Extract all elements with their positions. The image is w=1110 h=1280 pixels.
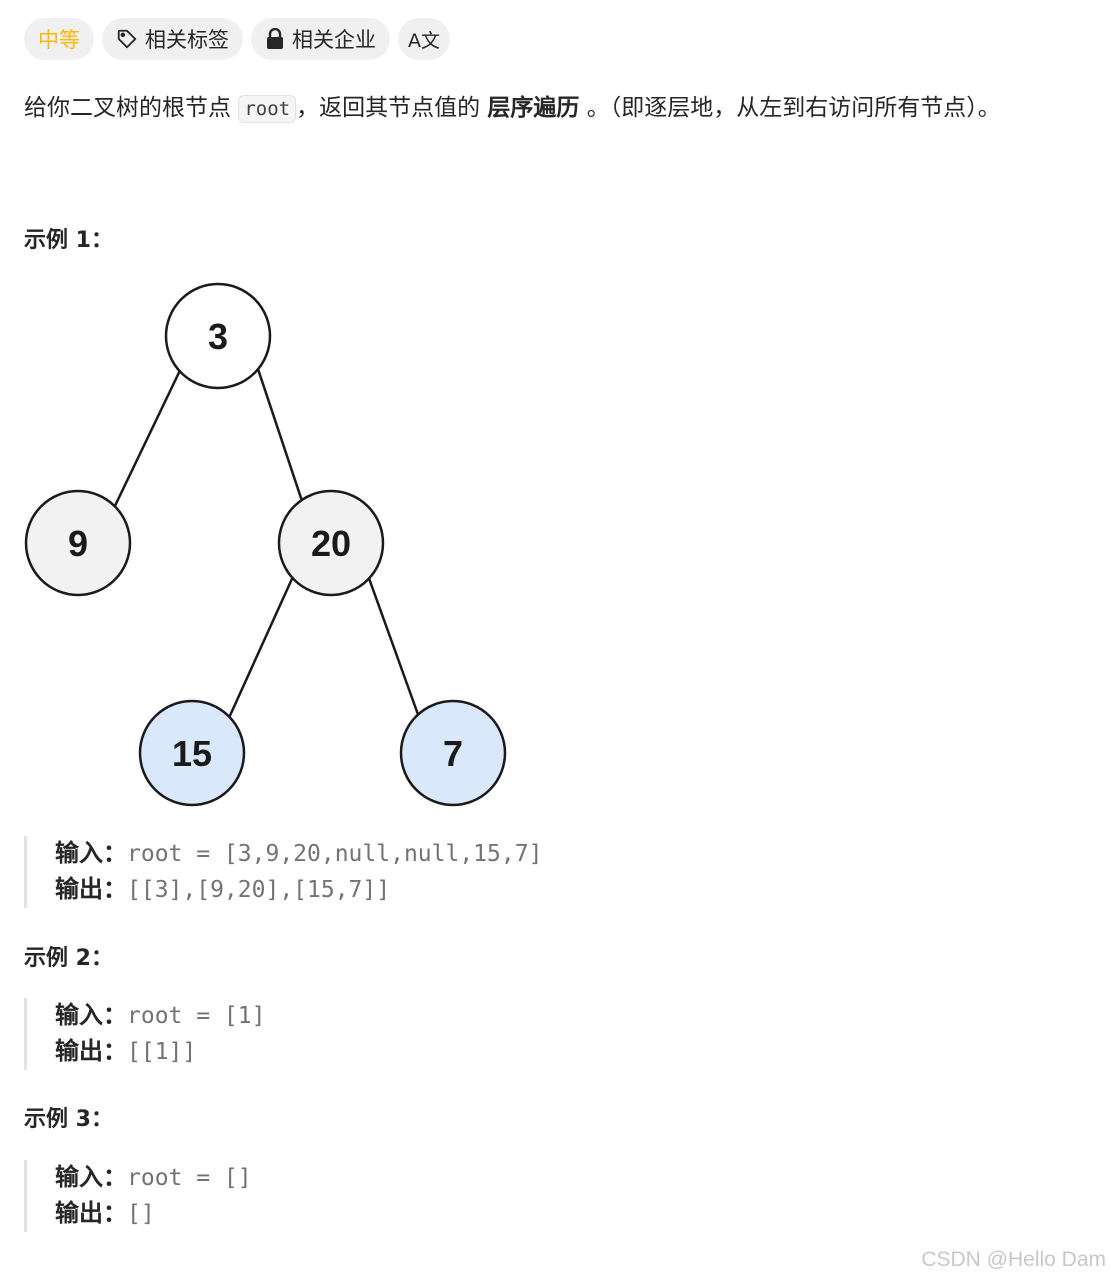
related-companies-button[interactable]: 相关企业 — [251, 18, 390, 60]
description-bold: 层序遍历 — [487, 95, 580, 121]
input-label: 输入： — [55, 1001, 127, 1029]
tree-node-15: 15 — [138, 699, 246, 807]
edge-20-7 — [364, 569, 422, 721]
tag-icon — [116, 28, 138, 50]
example-1-block: 输入：root = [3,9,20,null,null,15,7] 输出：[[3… — [24, 836, 542, 908]
related-companies-label: 相关企业 — [292, 28, 376, 52]
output-value: [[1]] — [127, 1039, 197, 1065]
input-label: 输入： — [55, 1163, 127, 1191]
tree-node-9: 9 — [24, 489, 132, 597]
svg-text:3: 3 — [208, 316, 228, 357]
output-label: 输出： — [55, 875, 127, 903]
description-text-3: 。（即逐层地，从左到右访问所有节点）。 — [586, 95, 1001, 121]
tree-node-7: 7 — [399, 699, 507, 807]
edge-3-20 — [253, 359, 307, 511]
svg-text:9: 9 — [68, 523, 88, 564]
problem-description: 给你二叉树的根节点 root，返回其节点值的 层序遍历 。（即逐层地，从左到右访… — [24, 90, 1001, 127]
watermark: CSDN @Hello Dam — [921, 1248, 1106, 1271]
lock-icon — [265, 28, 285, 50]
example-2-title: 示例 2： — [24, 946, 113, 971]
input-label: 输入： — [55, 839, 127, 867]
translate-button[interactable]: A文 — [398, 18, 450, 60]
description-text-2: ，返回其节点值的 — [296, 95, 481, 121]
binary-tree-diagram: 3 9 20 15 7 — [24, 282, 507, 807]
output-label: 输出： — [55, 1199, 127, 1227]
output-label: 输出： — [55, 1037, 127, 1065]
example-2-block: 输入：root = [1] 输出：[[1]] — [24, 998, 265, 1070]
svg-text:20: 20 — [311, 523, 351, 564]
example-3-title: 示例 3： — [24, 1107, 113, 1132]
edge-3-9 — [111, 359, 187, 511]
output-value: [] — [127, 1201, 155, 1227]
input-value: root = [] — [127, 1165, 252, 1191]
input-value: root = [1] — [127, 1003, 266, 1029]
tag-bar: 中等 相关标签 相关企业 A文 — [24, 18, 450, 60]
difficulty-badge[interactable]: 中等 — [24, 18, 94, 60]
input-value: root = [3,9,20,null,null,15,7] — [127, 841, 543, 867]
tree-node-20: 20 — [277, 489, 385, 597]
translate-icon: A文 — [408, 29, 440, 52]
example-3-block: 输入：root = [] 输出：[] — [24, 1160, 252, 1232]
output-value: [[3],[9,20],[15,7]] — [127, 877, 391, 903]
edge-20-15 — [226, 569, 298, 721]
svg-text:15: 15 — [172, 733, 212, 774]
example-1-title: 示例 1： — [24, 228, 113, 253]
svg-text:7: 7 — [443, 733, 463, 774]
related-tags-label: 相关标签 — [145, 28, 229, 52]
inline-code-root: root — [238, 95, 297, 123]
description-text-1: 给你二叉树的根节点 — [24, 95, 231, 121]
tree-node-3: 3 — [164, 282, 272, 390]
related-tags-button[interactable]: 相关标签 — [102, 18, 243, 60]
